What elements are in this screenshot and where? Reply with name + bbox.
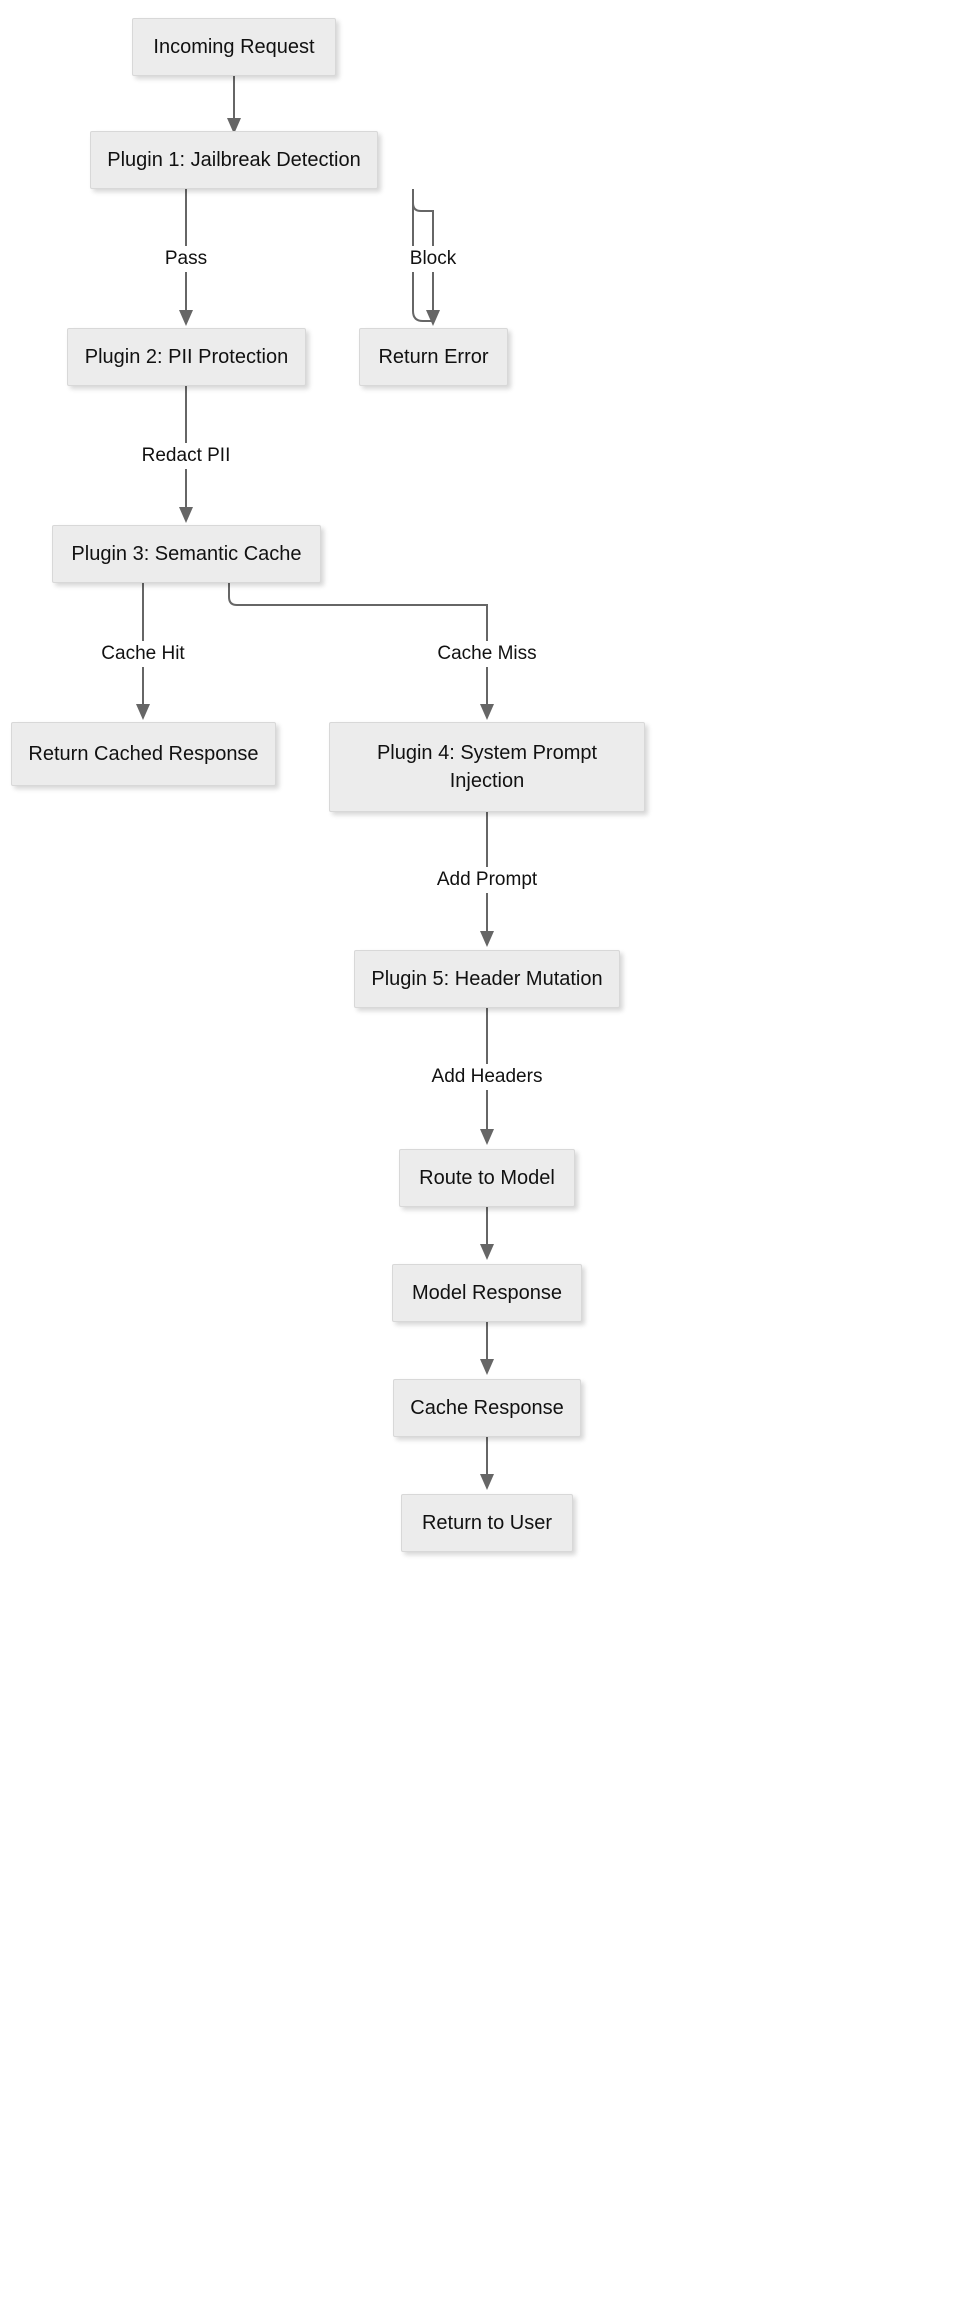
- node-label: Model Response: [411, 1282, 563, 1304]
- node-label: Cache Response: [410, 1397, 564, 1419]
- edge-plugin-3-to-plugin-4: [228, 583, 494, 720]
- node-label: Plugin 4: System Prompt Injection: [376, 742, 598, 792]
- node-incoming-request[interactable]: Incoming Request: [132, 18, 336, 76]
- node-return-to-user[interactable]: Return to User: [401, 1494, 573, 1552]
- node-label: Return to User: [421, 1512, 553, 1534]
- edge-cache-response-to-return-to-user: [480, 1437, 494, 1490]
- node-plugin-4[interactable]: Plugin 4: System Prompt Injection: [329, 722, 645, 812]
- edge-plugin-3-to-return-cached-response: [136, 583, 150, 720]
- edge-label-redact-pii: Redact PII: [136, 443, 236, 469]
- node-label: Route to Model: [419, 1167, 555, 1189]
- node-label: Plugin 1: Jailbreak Detection: [107, 149, 361, 171]
- node-plugin-1[interactable]: Plugin 1: Jailbreak Detection: [90, 131, 378, 189]
- node-label: Plugin 5: Header Mutation: [371, 968, 603, 990]
- edge-model-response-to-cache-response: [480, 1322, 494, 1375]
- node-cache-response[interactable]: Cache Response: [393, 1379, 581, 1437]
- node-label: Incoming Request: [153, 36, 315, 58]
- edge-plugin-1-to-return-error: [412, 189, 434, 322]
- node-plugin-2[interactable]: Plugin 2: PII Protection: [67, 328, 306, 386]
- node-model-response[interactable]: Model Response: [392, 1264, 582, 1322]
- node-label: Plugin 2: PII Protection: [84, 346, 289, 368]
- edge-label-cache-hit: Cache Hit: [96, 641, 190, 667]
- node-return-error[interactable]: Return Error: [359, 328, 508, 386]
- edge-incoming-request-to-plugin-1: [227, 76, 241, 134]
- edge-plugin-2-to-plugin-3: [179, 386, 193, 523]
- node-label: Plugin 3: Semantic Cache: [71, 543, 302, 565]
- edge-label-add-prompt: Add Prompt: [431, 867, 543, 893]
- node-plugin-5[interactable]: Plugin 5: Header Mutation: [354, 950, 620, 1008]
- edge-label-add-headers: Add Headers: [426, 1064, 548, 1090]
- edge-plugin-4-to-plugin-5: [480, 812, 494, 947]
- node-route-to-model[interactable]: Route to Model: [399, 1149, 575, 1207]
- edge-plugin-1-to-plugin-2: [179, 189, 193, 326]
- edge-route-to-model-to-model-response: [480, 1207, 494, 1260]
- node-plugin-3[interactable]: Plugin 3: Semantic Cache: [52, 525, 321, 583]
- edge-plugin-1-block-route: [412, 189, 440, 326]
- edge-plugin-5-to-route-to-model: [480, 1008, 494, 1145]
- node-return-cached-response[interactable]: Return Cached Response: [11, 722, 276, 786]
- edge-label-block: Block: [404, 246, 462, 272]
- node-label: Return Cached Response: [28, 743, 259, 765]
- node-label: Return Error: [378, 346, 489, 368]
- edge-label-pass: Pass: [159, 246, 213, 272]
- edge-label-cache-miss: Cache Miss: [432, 641, 542, 667]
